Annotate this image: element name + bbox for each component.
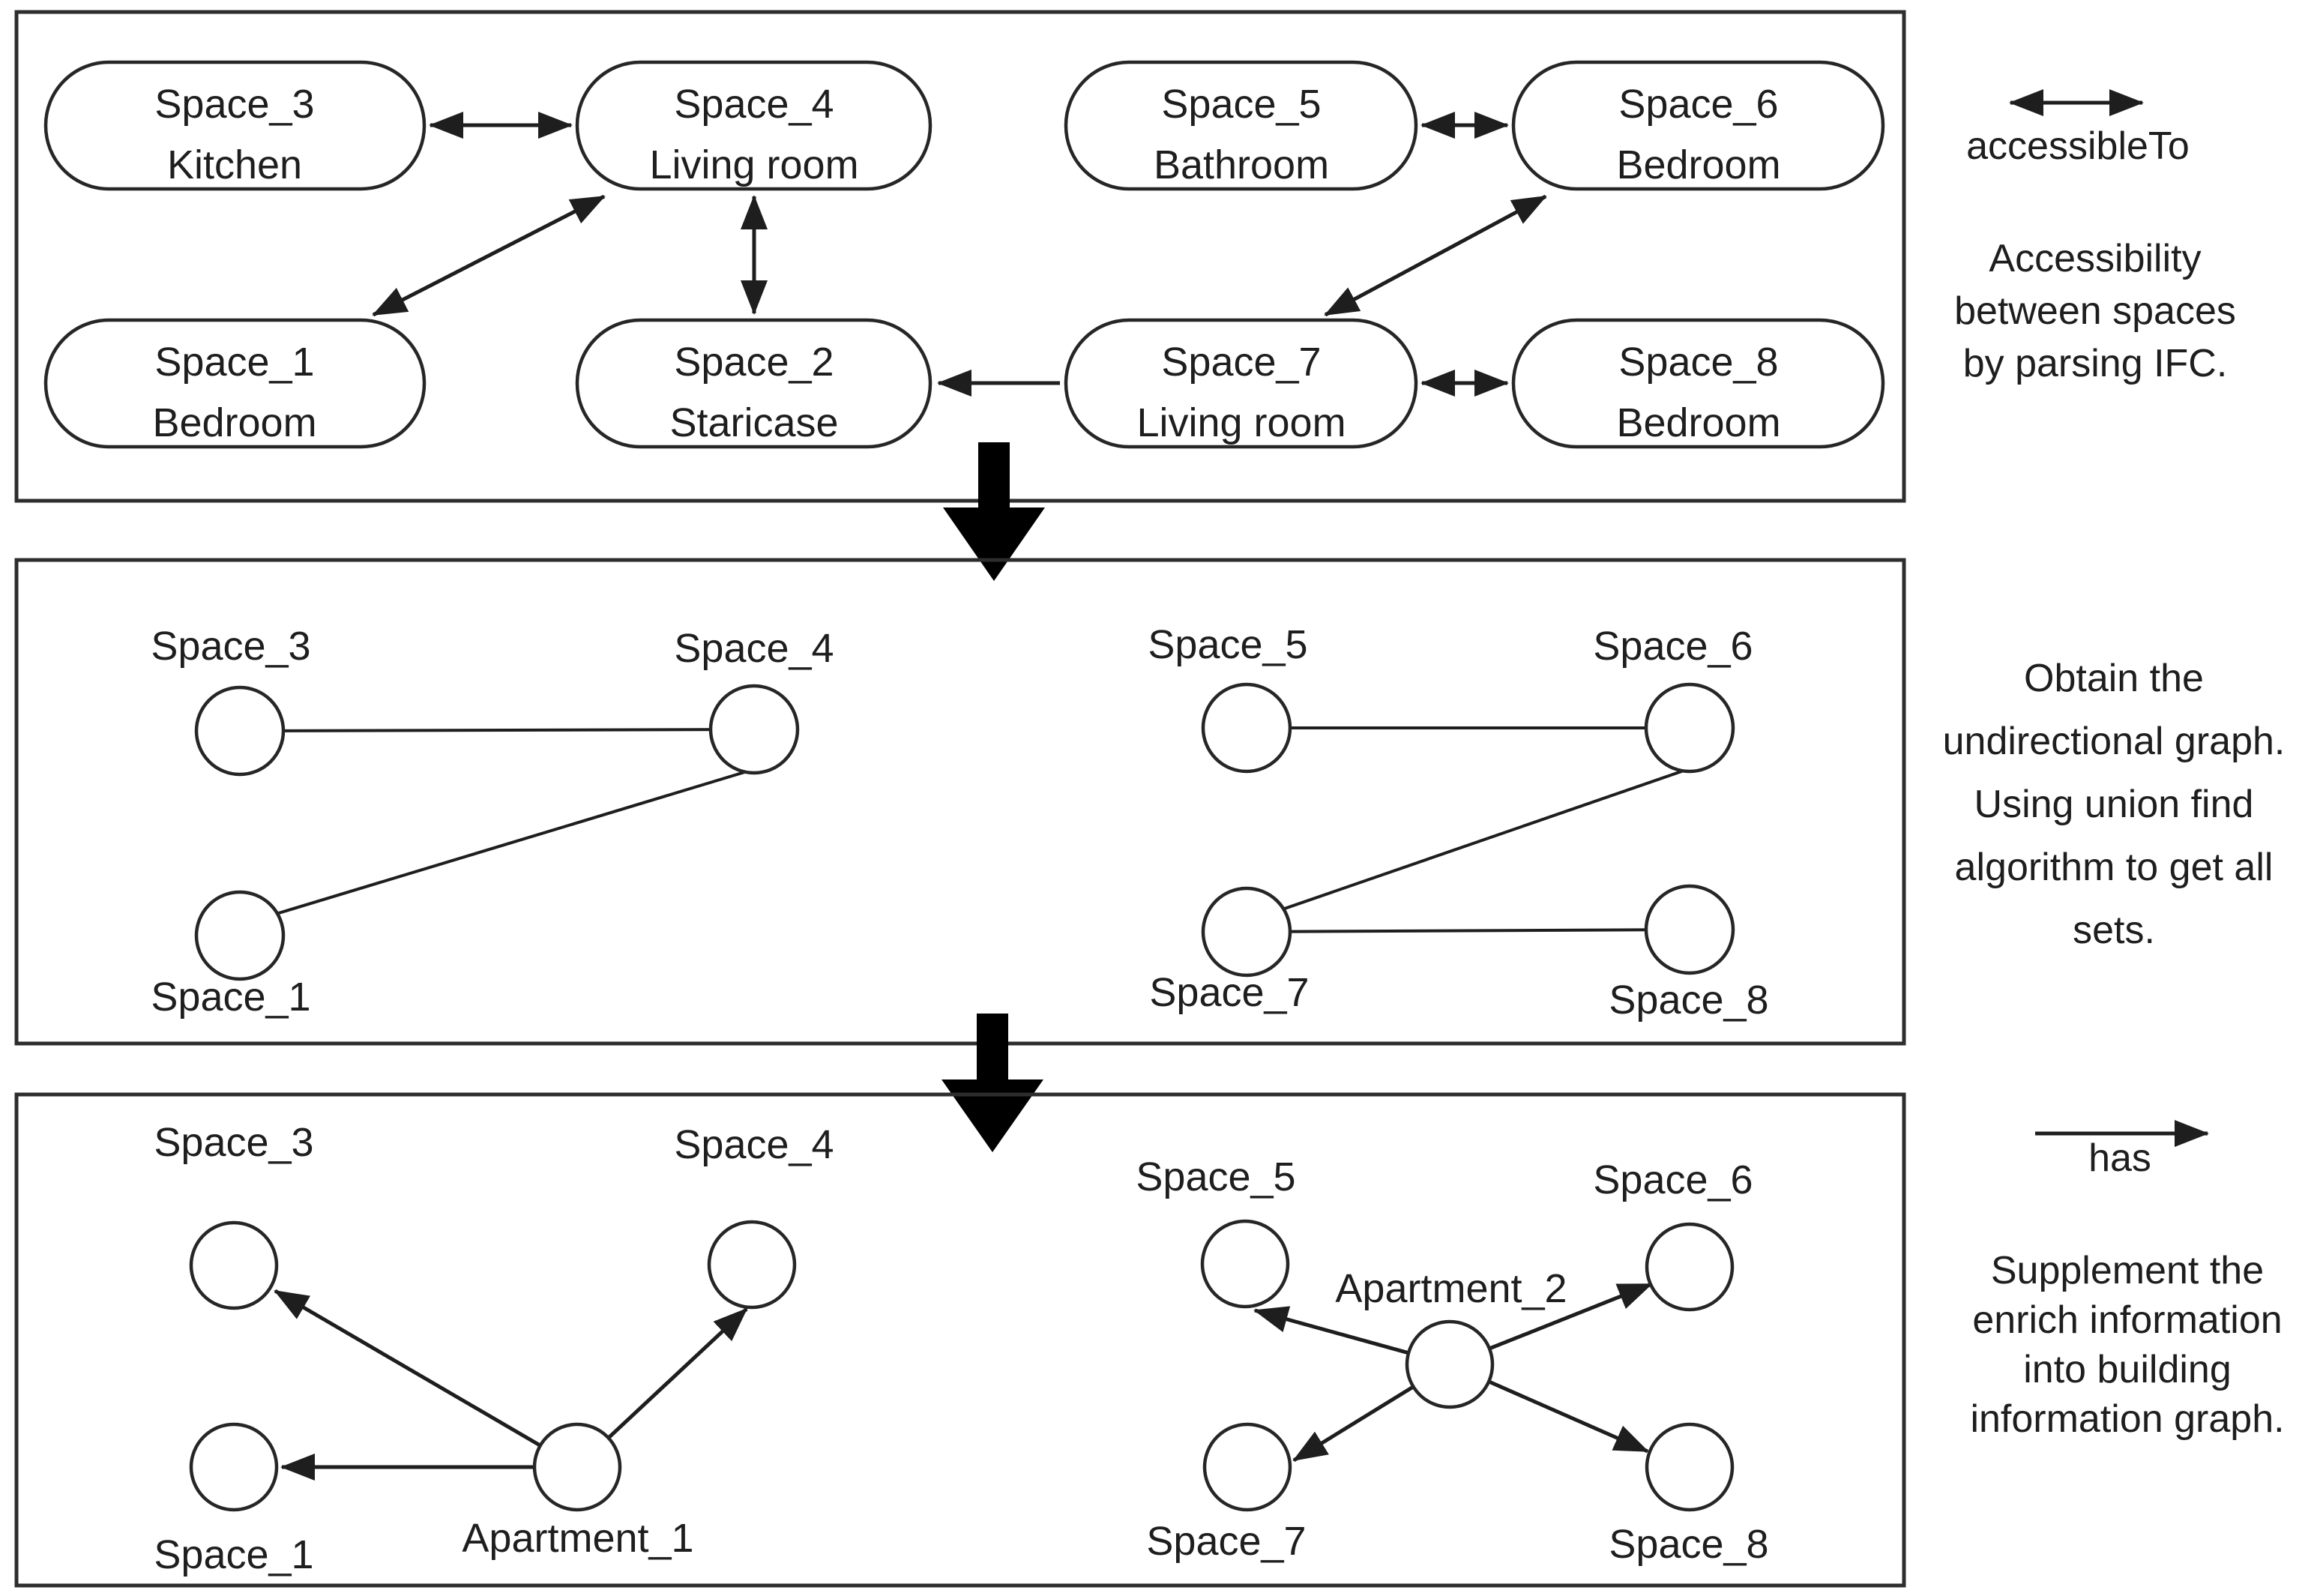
panel-apartment-graph-border: [14, 1092, 1906, 1588]
accessibleto-arrow-space6-space7: [1324, 194, 1547, 317]
space3-pill-shape: [43, 60, 427, 191]
has-caption-line4: information graph.: [1970, 1397, 2284, 1441]
has-caption-line2: enrich information: [1972, 1298, 2282, 1342]
node-space7-pill: Space_7 Living room: [1064, 318, 1418, 449]
space7-pill-shape: [1064, 318, 1418, 449]
has-arrow-apartment1-space3: [274, 1289, 579, 1469]
space8-pill-shape: [1511, 318, 1885, 449]
space3-id-label: Space_3: [154, 82, 314, 127]
space5-id-label: Space_5: [1161, 82, 1321, 127]
vertex-space5: [1201, 682, 1292, 774]
space8-room-label: Bedroom: [1616, 400, 1780, 445]
space4-room-label: Living room: [649, 142, 858, 187]
node-space8-pill: Space_8 Bedroom: [1511, 318, 1885, 449]
vertex-space7-label: Space_7: [1149, 970, 1309, 1015]
space6-id-label: Space_6: [1618, 82, 1778, 127]
unionfind-caption-line3: Using union find: [1974, 783, 2254, 826]
edge-space1-space4: [263, 769, 750, 919]
vertex-space8: [1644, 884, 1735, 975]
legend-has: has Supplement the enrich information in…: [1970, 1120, 2285, 1441]
vertex-space6-apartment: [1645, 1222, 1735, 1312]
apartment-space8-label: Space_8: [1609, 1522, 1768, 1567]
node-space5-pill: Space_5 Bathroom: [1064, 60, 1418, 191]
vertex-space3-apartment: [189, 1220, 279, 1310]
space2-id-label: Space_2: [674, 340, 834, 385]
apartment1-label: Apartment_1: [462, 1516, 693, 1561]
space6-pill-shape: [1511, 60, 1885, 191]
space4-id-label: Space_4: [674, 82, 834, 127]
accessibility-caption-line2: between spaces: [1954, 289, 2236, 333]
vertex-space4-label: Space_4: [674, 626, 834, 671]
node-space4-pill: Space_4 Living room: [575, 60, 932, 191]
unionfind-caption-line4: algorithm to get all: [1955, 846, 2274, 889]
accessibleto-arrow-space4-space1: [372, 194, 606, 317]
vertex-space5-apartment: [1200, 1219, 1290, 1309]
space1-room-label: Bedroom: [152, 400, 316, 445]
space7-room-label: Living room: [1136, 400, 1346, 445]
edge-space7-space6: [1280, 768, 1689, 912]
panel-apartment-graph: Space_3 Space_4 Space_5 Space_6 Apartmen…: [14, 1092, 1906, 1588]
vertex-space1: [194, 890, 286, 981]
vertex-space8-apartment: [1645, 1422, 1735, 1512]
has-caption-line1: Supplement the: [1991, 1249, 2264, 1292]
apartment-space6-label: Space_6: [1593, 1157, 1753, 1202]
space7-id-label: Space_7: [1161, 340, 1321, 385]
vertex-space6: [1644, 682, 1735, 774]
accessibility-caption-line1: Accessibility: [1989, 237, 2201, 280]
flow-arrow-step2-to-step3: [941, 1014, 1043, 1152]
vertex-apartment2: [1405, 1319, 1495, 1409]
node-space3-pill: Space_3 Kitchen: [43, 60, 427, 191]
panel-undirected-graph: Space_3 Space_4 Space_5 Space_6 Space_1 …: [14, 558, 1906, 1046]
legend-accessibleto: accessibleTo Accessibility between space…: [1954, 88, 2236, 385]
space8-id-label: Space_8: [1618, 340, 1778, 385]
apartment-space5-label: Space_5: [1136, 1154, 1295, 1199]
vertex-space1-label: Space_1: [151, 975, 310, 1020]
vertex-space6-label: Space_6: [1593, 624, 1753, 669]
apartment-space7-label: Space_7: [1146, 1519, 1306, 1564]
apartment2-label: Apartment_2: [1335, 1266, 1567, 1311]
apartment-space3-label: Space_3: [154, 1120, 313, 1165]
vertex-space7-apartment: [1202, 1422, 1292, 1512]
legend-union-find: Obtain the undirectional graph. Using un…: [1943, 657, 2286, 952]
space5-pill-shape: [1064, 60, 1418, 191]
space1-pill-shape: [43, 318, 427, 449]
vertex-space4: [708, 684, 800, 775]
space2-room-label: Staricase: [669, 400, 838, 445]
vertex-space7: [1201, 886, 1292, 978]
unionfind-caption-line2: undirectional graph.: [1943, 720, 2286, 763]
space3-room-label: Kitchen: [167, 142, 302, 187]
accessibleto-legend-label: accessibleTo: [1966, 124, 2190, 168]
accessibility-caption-line3: by parsing IFC.: [1963, 342, 2228, 385]
vertex-space5-label: Space_5: [1148, 622, 1307, 667]
node-space2-pill: Space_2 Staricase: [575, 318, 932, 449]
vertex-space1-apartment: [189, 1422, 279, 1512]
space4-pill-shape: [575, 60, 932, 191]
vertex-space8-label: Space_8: [1609, 978, 1768, 1023]
space5-room-label: Bathroom: [1154, 142, 1329, 187]
vertex-space4-apartment: [707, 1220, 797, 1310]
space2-pill-shape: [575, 318, 932, 449]
apartment-space4-label: Space_4: [674, 1122, 834, 1167]
panel-accessibility: Space_3 Kitchen Space_4 Living room Spac…: [14, 10, 1906, 503]
space6-room-label: Bedroom: [1616, 142, 1780, 187]
node-space1-pill: Space_1 Bedroom: [43, 318, 427, 449]
edge-space3-space4: [239, 728, 755, 732]
has-caption-line3: into building: [2023, 1348, 2232, 1391]
panel-accessibility-border: [14, 10, 1906, 503]
apartment-space1-label: Space_1: [154, 1532, 313, 1577]
has-legend-label: has: [2088, 1136, 2151, 1180]
node-space6-pill: Space_6 Bedroom: [1511, 60, 1885, 191]
unionfind-caption-line1: Obtain the: [2024, 657, 2204, 700]
unionfind-caption-line5: sets.: [2073, 909, 2155, 952]
flow-arrow-step1-to-step2: [943, 442, 1045, 581]
panel-undirected-graph-border: [14, 558, 1906, 1046]
vertex-space3: [194, 685, 286, 777]
vertex-space3-label: Space_3: [151, 624, 310, 669]
edge-space7-space8: [1246, 928, 1690, 933]
vertex-apartment1: [532, 1422, 622, 1512]
space1-id-label: Space_1: [154, 340, 314, 385]
